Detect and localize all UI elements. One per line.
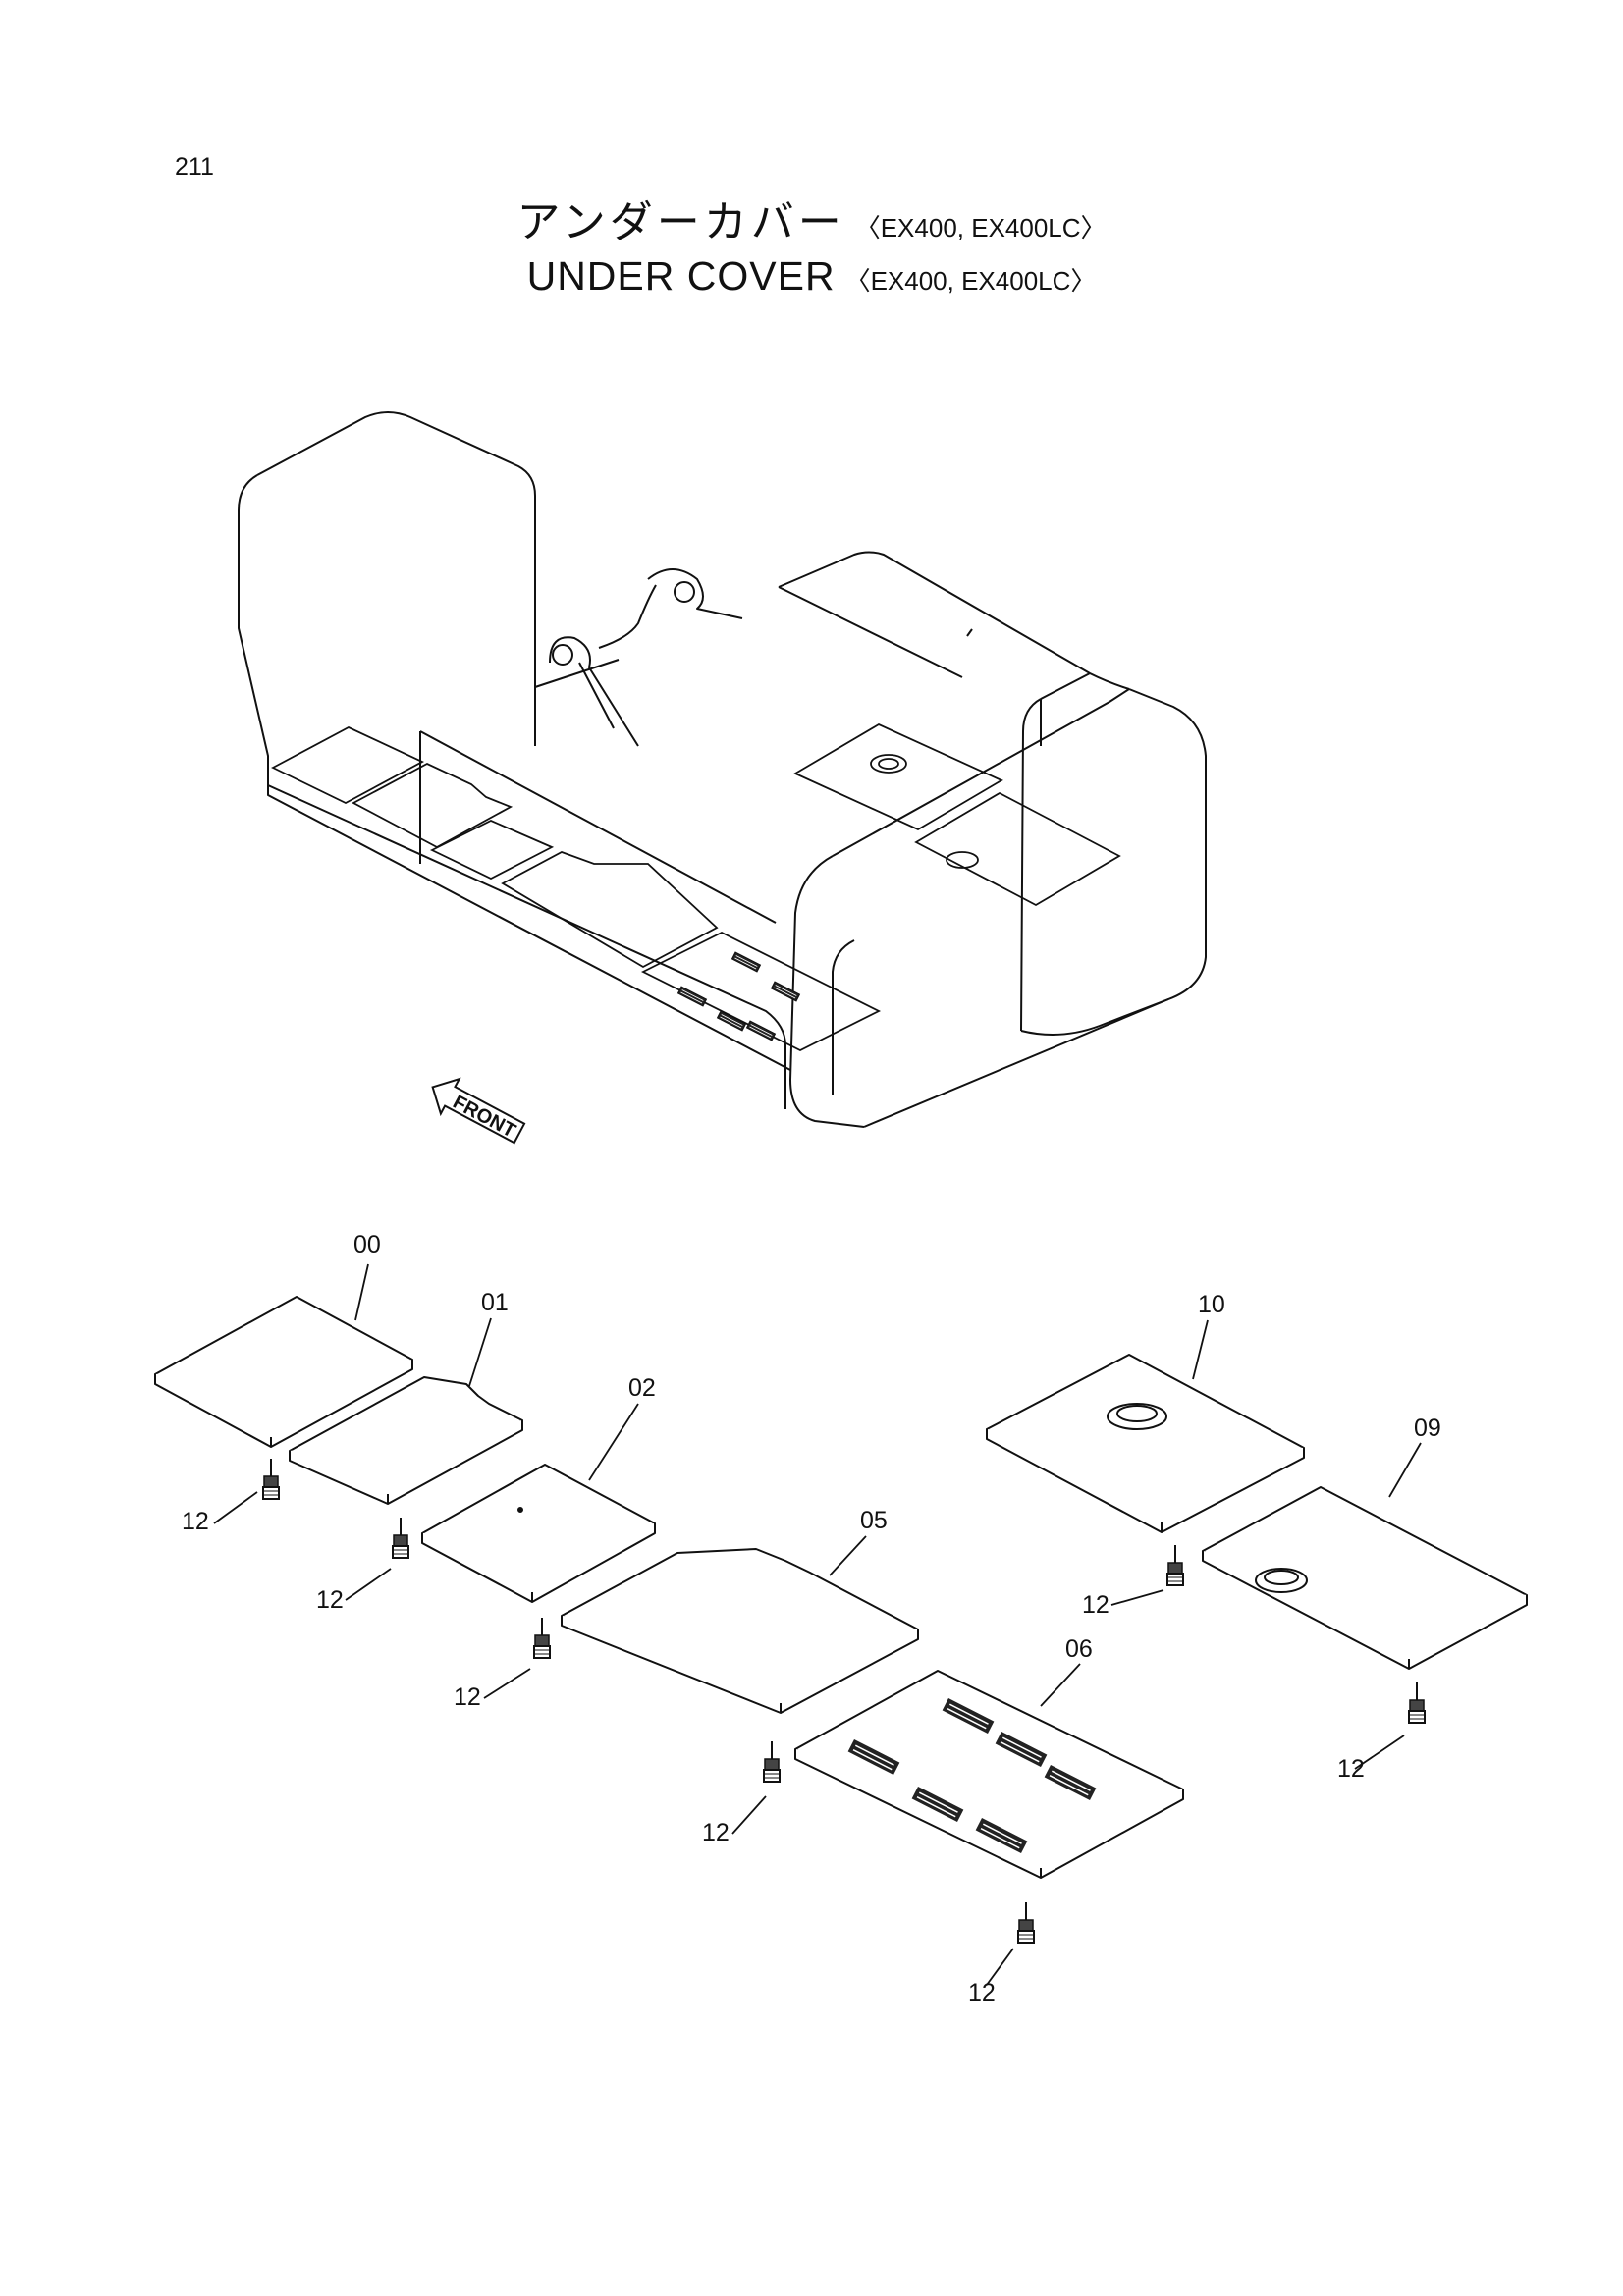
callout-12-b: 12 (316, 1586, 344, 1614)
front-label: FRONT (449, 1092, 518, 1143)
plate-00 (154, 1296, 413, 1448)
callout-12-c: 12 (454, 1683, 481, 1711)
callout-12-d: 12 (702, 1819, 730, 1846)
callout-12-e: 12 (1082, 1591, 1109, 1619)
model-list-japanese: 〈EX400, EX400LC〉 (854, 213, 1107, 242)
title-japanese-text: アンダーカバー (516, 198, 845, 246)
plate-10 (986, 1354, 1305, 1533)
callout-12-a: 12 (182, 1508, 209, 1535)
plate-09 (1202, 1486, 1528, 1670)
page-number: 211 (175, 153, 214, 181)
callout-labels: 00 01 02 05 06 10 09 12 12 12 12 12 12 1… (182, 1231, 1441, 2006)
assembled-plates (271, 722, 1121, 1052)
title-japanese: アンダーカバー〈EX400, EX400LC〉 (0, 187, 1623, 249)
callout-10: 10 (1198, 1291, 1225, 1318)
callout-00: 00 (353, 1231, 381, 1258)
front-direction-arrow: FRONT (431, 1077, 526, 1145)
title-english-text: UNDER COVER (526, 253, 836, 298)
leader-lines (213, 1263, 1422, 1986)
plate-05 (561, 1548, 919, 1714)
callout-06: 06 (1065, 1635, 1093, 1663)
title-english: UNDER COVER 〈EX400, EX400LC〉 (0, 253, 1623, 299)
callout-12-g: 12 (968, 1979, 996, 2006)
callout-05: 05 (860, 1507, 888, 1534)
machine-frame-outline (238, 411, 1207, 1128)
callout-01: 01 (481, 1289, 509, 1316)
exploded-plates (154, 1296, 1528, 1879)
model-list-english: 〈EX400, EX400LC〉 (844, 266, 1097, 295)
plate-01 (289, 1376, 523, 1505)
plate-02 (421, 1464, 656, 1603)
plate-06 (794, 1670, 1184, 1879)
callout-09: 09 (1414, 1415, 1441, 1442)
callout-02: 02 (628, 1374, 656, 1402)
callout-12-f: 12 (1337, 1755, 1365, 1783)
